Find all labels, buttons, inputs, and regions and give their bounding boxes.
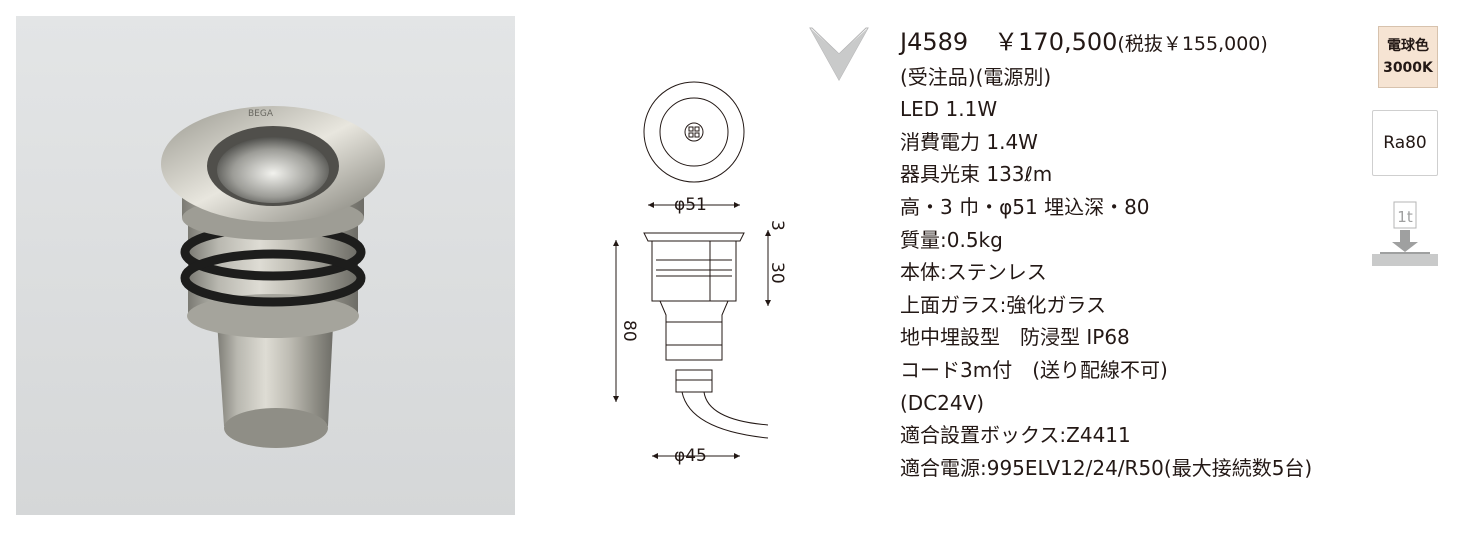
spec-item: 適合設置ボックス:Z4411: [900, 423, 1131, 448]
load-rating-icon: 1t: [1372, 200, 1438, 266]
spec-item: (DC24V): [900, 390, 985, 415]
price: ￥170,500: [994, 28, 1118, 56]
price-tax-excluded: (税抜￥155,000): [1117, 33, 1268, 55]
model-number: J4589: [900, 28, 969, 56]
spec-block: J4589 ￥170,500(税抜￥155,000) (受注品)(電源別) LED…: [900, 26, 1460, 484]
model-price-line: J4589 ￥170,500(税抜￥155,000): [900, 26, 1460, 61]
dim-total-height: 80: [619, 320, 639, 342]
color-name: 電球色: [1387, 38, 1429, 54]
spec-item: 適合電源:995ELV12/24/R50(最大接続数5台): [900, 455, 1313, 480]
spec-item: 本体:ステンレス: [900, 260, 1047, 285]
ra-value: Ra80: [1383, 133, 1427, 153]
fixture-illustration: BEGA: [161, 106, 385, 448]
spec-item: 消費電力 1.4W: [900, 129, 1038, 154]
dim-top-diameter: φ51: [674, 195, 707, 215]
ra-badge: Ra80: [1372, 110, 1438, 176]
spec-item: 高・3 巾・φ51 埋込深・80: [900, 194, 1150, 219]
dim-body-height: 30: [767, 262, 787, 284]
spec-item: 器具光束 133ℓm: [900, 162, 1053, 187]
order-tags: (受注品)(電源別): [900, 64, 1052, 89]
dim-head-height: 3: [767, 220, 787, 231]
spec-item: 上面ガラス:強化ガラス: [900, 292, 1106, 317]
top-view-inner: [659, 97, 729, 167]
dimension-drawing: φ51 3 30 80 φ45: [613, 81, 787, 466]
spec-item: LED 1.1W: [900, 97, 998, 122]
brand-mark: BEGA: [248, 109, 274, 119]
beam-angle-icon: [809, 27, 869, 82]
spec-item: 地中埋設型 防浸型 IP68: [900, 325, 1130, 350]
spec-item: コード3m付 (送り配線不可): [900, 357, 1168, 382]
load-value: 1t: [1397, 208, 1413, 226]
spec-item: 質量:0.5kg: [900, 227, 1003, 252]
top-view-outer: [643, 81, 745, 183]
color-temp: 3000K: [1383, 60, 1433, 76]
dim-bottom-diameter: φ45: [674, 446, 707, 466]
product-photo: BEGA: [16, 16, 515, 515]
color-temp-badge: 電球色 3000K: [1378, 26, 1438, 88]
top-view-led: [684, 122, 704, 142]
